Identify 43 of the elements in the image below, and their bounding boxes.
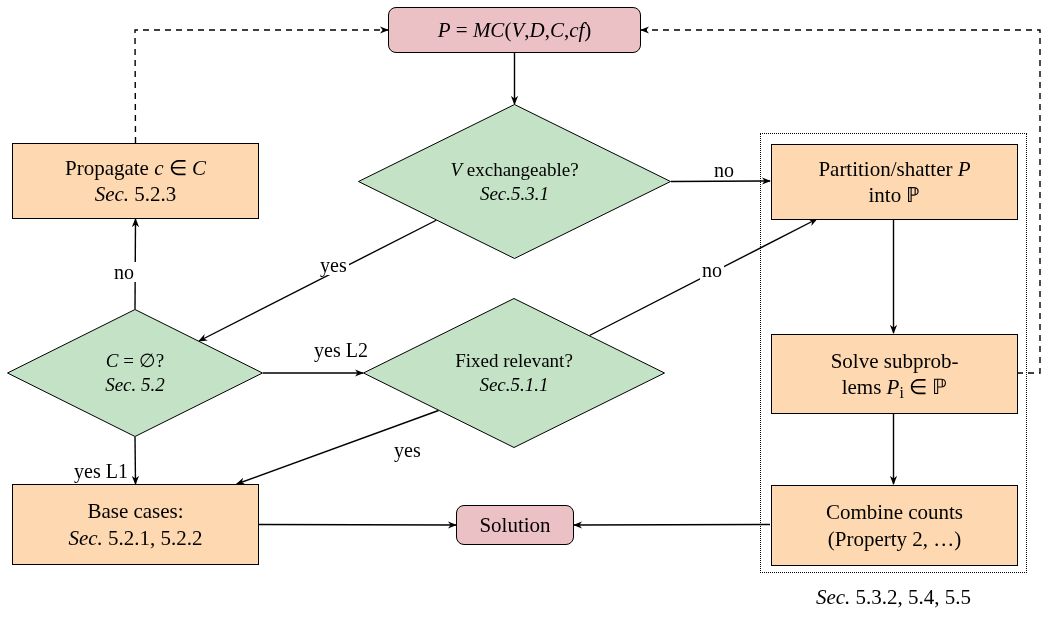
edge-label: yes L2 <box>312 340 370 360</box>
arrow <box>889 218 898 334</box>
arrow <box>262 369 364 377</box>
edge-label: yes L1 <box>72 461 130 481</box>
node-text: Sec. 5.2 <box>105 373 165 397</box>
node-text: Combine counts (Property 2, …) <box>824 499 965 552</box>
node-text: Solution <box>478 511 552 539</box>
node-text: Sec.5.3.1 <box>479 181 550 206</box>
arrow <box>640 26 1041 374</box>
arrow <box>131 436 139 485</box>
arrow <box>510 52 519 105</box>
dotted-group-box <box>760 133 1027 573</box>
decision-diamond <box>7 309 263 437</box>
node-text: Fixed relevant? <box>455 349 573 373</box>
node-text: Base cases: <box>86 498 185 525</box>
arrow <box>131 218 140 310</box>
node-caption: Sec. 5.3.2, 5.4, 5.5 <box>814 584 973 611</box>
node-text: Partition/shatter P into ℙ <box>817 155 972 209</box>
node-text: Solve subprob- lems P$_{i}$ ∈ ℙ <box>829 347 960 401</box>
process-box <box>771 485 1018 566</box>
node-text: Sec. 5.2.3 <box>93 181 178 208</box>
node-text: P = MC(V,D,C,cf) <box>436 16 593 44</box>
process-box <box>771 334 1018 414</box>
process-box <box>12 143 259 219</box>
arrow <box>258 521 457 529</box>
arrow <box>198 219 437 342</box>
node-text: Sec.5.1.1 <box>479 373 549 397</box>
arrow <box>889 412 898 485</box>
process-box <box>12 484 259 565</box>
terminal-box <box>456 505 574 545</box>
arrow <box>134 26 389 144</box>
decision-diamond <box>358 104 671 259</box>
node-text: V exchangeable? <box>450 157 579 182</box>
arrow <box>235 409 440 485</box>
terminal-box <box>388 7 641 53</box>
node-text: Sec. 5.2.1, 5.2.2 <box>67 524 204 551</box>
arrow <box>573 521 771 529</box>
process-box <box>771 144 1018 220</box>
arrow <box>588 218 818 337</box>
node-text: C = ∅? <box>105 349 165 373</box>
node-text: Propagate c ∈ C <box>63 154 208 181</box>
edge-label: no <box>112 262 136 282</box>
arrow <box>670 177 771 185</box>
